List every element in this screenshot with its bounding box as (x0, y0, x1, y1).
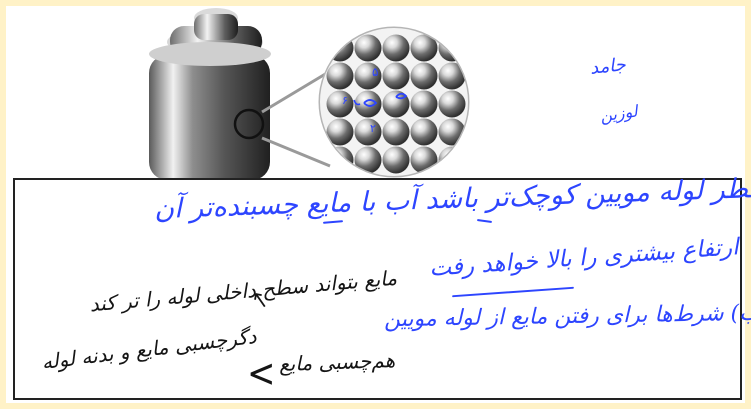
particle-mark-2: ۶ (342, 94, 348, 107)
angle-bracket-icon: < (247, 351, 276, 397)
side-title-1: جامد (589, 54, 627, 79)
particle-lattice-icon: ۵ ۶ ۲ (320, 28, 470, 178)
solid-weight-icon (149, 8, 271, 180)
notes-line-6: هم‌چسبی مایع (279, 348, 396, 376)
particle-mark-1: ۵ (372, 65, 378, 79)
particle-mark-3: ۲ (370, 122, 376, 135)
